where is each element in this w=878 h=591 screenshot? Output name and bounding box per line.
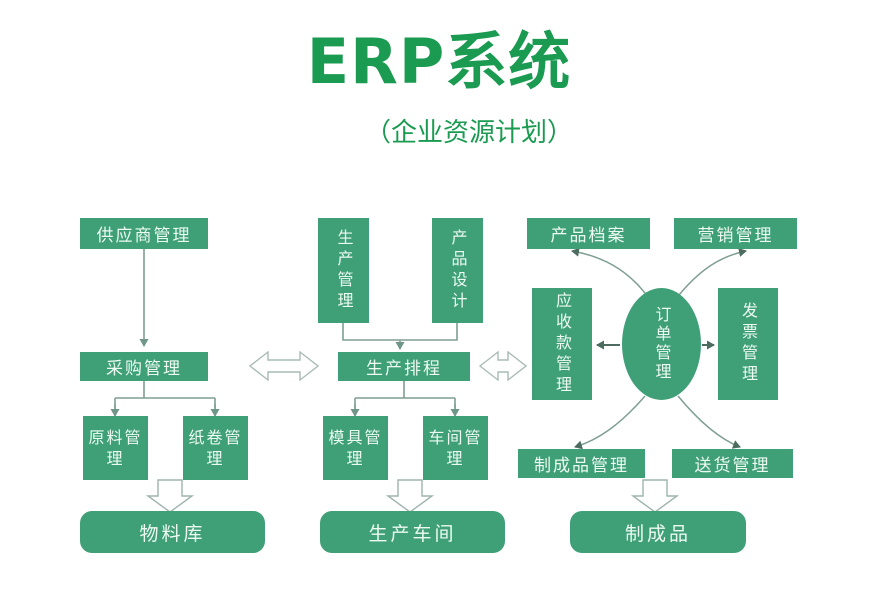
node-workshop-mgmt[interactable]: 车间管理 bbox=[423, 416, 488, 480]
node-production-scheduling[interactable]: 生产排程 bbox=[338, 352, 470, 381]
line-production-to-scheduling bbox=[342, 323, 458, 350]
node-product-archive[interactable]: 产品档案 bbox=[527, 218, 650, 249]
node-marketing-mgmt[interactable]: 营销管理 bbox=[674, 218, 797, 249]
curve-order-to-delivery bbox=[677, 395, 741, 449]
block-arrow-tools-to-workshop bbox=[385, 479, 435, 513]
node-supplier-mgmt[interactable]: 供应商管理 bbox=[80, 218, 208, 249]
block-arrow-finished-to-product bbox=[630, 479, 680, 513]
node-mold-mgmt[interactable]: 模具管理 bbox=[323, 416, 388, 480]
node-raw-material-mgmt[interactable]: 原料管理 bbox=[83, 416, 148, 480]
block-arrow-materials-to-warehouse bbox=[145, 479, 195, 513]
node-product-design[interactable]: 产品设计 bbox=[432, 218, 483, 323]
node-order-mgmt[interactable]: 订单管理 bbox=[622, 288, 701, 400]
node-production-mgmt[interactable]: 生产管理 bbox=[318, 218, 369, 323]
page-subtitle: （企业资源计划） bbox=[364, 118, 573, 148]
curve-order-to-finished-goods-mgmt bbox=[574, 395, 646, 450]
double-arrow-scheduling-receivables bbox=[478, 350, 528, 382]
node-material-warehouse[interactable]: 物料库 bbox=[80, 511, 265, 553]
node-paper-roll-mgmt[interactable]: 纸卷管理 bbox=[183, 416, 248, 480]
node-delivery-mgmt[interactable]: 送货管理 bbox=[672, 449, 793, 478]
node-production-workshop[interactable]: 生产车间 bbox=[320, 511, 505, 553]
line-purchase-to-materials bbox=[110, 381, 220, 417]
line-scheduling-to-tools bbox=[350, 381, 460, 417]
page-title: ERP系统 bbox=[306, 25, 572, 98]
node-receivables-mgmt[interactable]: 应收款管理 bbox=[532, 288, 592, 400]
node-invoice-mgmt[interactable]: 发票管理 bbox=[718, 288, 778, 400]
node-purchase-mgmt[interactable]: 采购管理 bbox=[80, 352, 208, 381]
node-finished-goods[interactable]: 制成品 bbox=[570, 511, 746, 553]
node-finished-goods-mgmt[interactable]: 制成品管理 bbox=[518, 449, 645, 478]
double-arrow-purchase-scheduling bbox=[248, 350, 320, 382]
